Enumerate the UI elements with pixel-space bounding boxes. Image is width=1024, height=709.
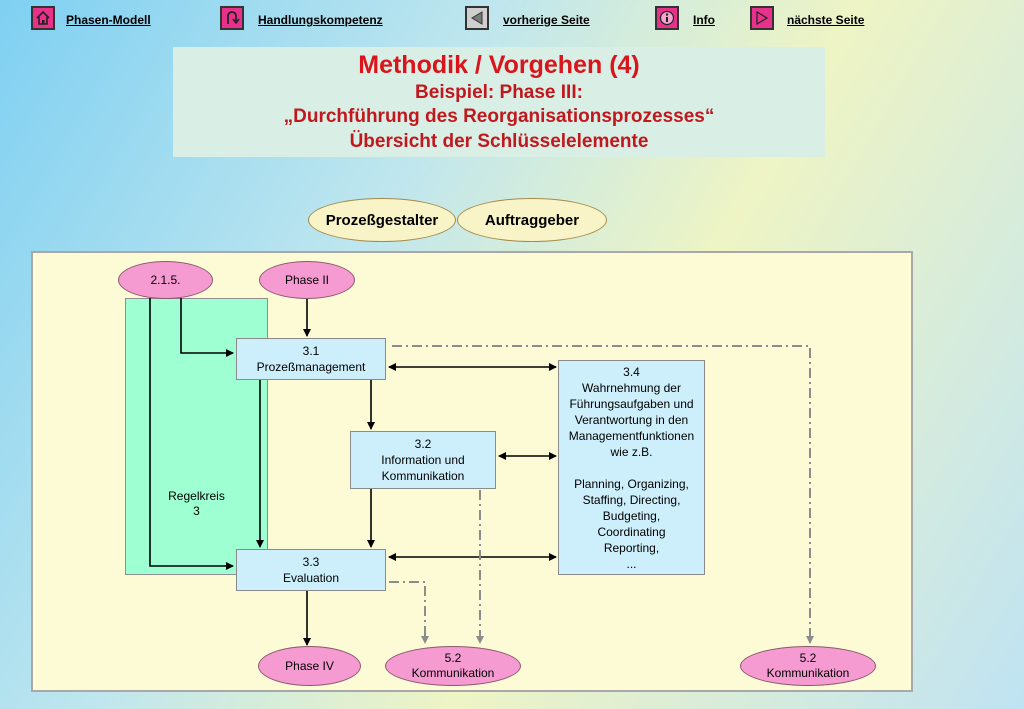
- home-icon: [31, 6, 55, 30]
- box34-line: Managementfunktionen: [568, 428, 695, 443]
- box34-line: Planning, Organizing,: [574, 476, 689, 491]
- box32-number: 3.2: [414, 437, 432, 451]
- komm-right-number: 5.2: [799, 651, 817, 665]
- box34-line: Reporting,: [603, 540, 660, 555]
- komm-left-label: Kommunikation: [411, 666, 495, 680]
- page-title: Methodik / Vorgehen (4): [358, 51, 640, 79]
- triangle-left-icon: [465, 6, 489, 30]
- regelkreis-number: 3: [193, 504, 200, 518]
- oval-kommunikation-right: 5.2 Kommunikation: [740, 646, 876, 686]
- regelkreis-label: Regelkreis 3: [126, 489, 267, 519]
- box34-line: Verantwortung in den: [574, 412, 689, 427]
- handlungskompetenz-button[interactable]: [220, 6, 244, 30]
- box31-number: 3.1: [302, 344, 320, 358]
- box34-line: Führungsaufgaben und: [569, 396, 694, 411]
- box34-line: ...: [626, 556, 637, 571]
- box34-line: 3.4: [623, 364, 640, 379]
- oval-phase-2: Phase II: [259, 261, 355, 299]
- nav-link-vorherige-seite[interactable]: vorherige Seite: [503, 13, 590, 27]
- box34-line: Staffing, Directing,: [582, 492, 681, 507]
- box31-label: Prozeßmanagement: [256, 360, 366, 374]
- info-icon: [655, 6, 679, 30]
- nav-link-phasen-modell[interactable]: Phasen-Modell: [66, 13, 151, 27]
- triangle-right-icon: [750, 6, 774, 30]
- role-auftraggeber: Auftraggeber: [457, 198, 607, 242]
- box32-line2: Kommunikation: [381, 469, 465, 483]
- box-3-4-fuehrungsaufgaben: 3.4 Wahrnehmung der Führungsaufgaben und…: [558, 360, 705, 575]
- title-line-3: Übersicht der Schlüsselelemente: [349, 131, 649, 152]
- box34-line: wie z.B.: [610, 444, 653, 459]
- title-line-1: Beispiel: Phase III:: [415, 82, 583, 103]
- home-button[interactable]: [31, 6, 55, 30]
- box34-line: Budgeting,: [602, 508, 661, 523]
- previous-page-button[interactable]: [465, 6, 489, 30]
- info-button[interactable]: [655, 6, 679, 30]
- box32-line1: Information und: [381, 453, 465, 467]
- title-line-2: „Durchführung des Reorganisationsprozess…: [283, 106, 715, 127]
- box-3-2-information: 3.2 Information und Kommunikation: [350, 431, 496, 489]
- komm-left-number: 5.2: [444, 651, 462, 665]
- box-3-1-prozessmanagement: 3.1 Prozeßmanagement: [236, 338, 386, 380]
- box33-number: 3.3: [302, 555, 320, 569]
- role-prozessgestalter: Prozeßgestalter: [308, 198, 456, 242]
- nav-link-handlungskompetenz[interactable]: Handlungskompetenz: [258, 13, 383, 27]
- oval-kommunikation-left: 5.2 Kommunikation: [385, 646, 521, 686]
- nav-link-info[interactable]: Info: [693, 13, 715, 27]
- next-page-button[interactable]: [750, 6, 774, 30]
- nav-link-naechste-seite[interactable]: nächste Seite: [787, 13, 865, 27]
- box34-line: Wahrnehmung der: [582, 380, 681, 395]
- title-box: Methodik / Vorgehen (4) Beispiel: Phase …: [173, 47, 825, 157]
- box34-line: Coordinating: [597, 524, 666, 539]
- oval-2-1-5: 2.1.5.: [118, 261, 213, 299]
- box33-label: Evaluation: [282, 571, 340, 585]
- box-3-3-evaluation: 3.3 Evaluation: [236, 549, 386, 591]
- komm-right-label: Kommunikation: [766, 666, 850, 680]
- regelkreis-text: Regelkreis: [168, 489, 225, 503]
- u-turn-icon: [220, 6, 244, 30]
- oval-phase-4: Phase IV: [258, 646, 361, 686]
